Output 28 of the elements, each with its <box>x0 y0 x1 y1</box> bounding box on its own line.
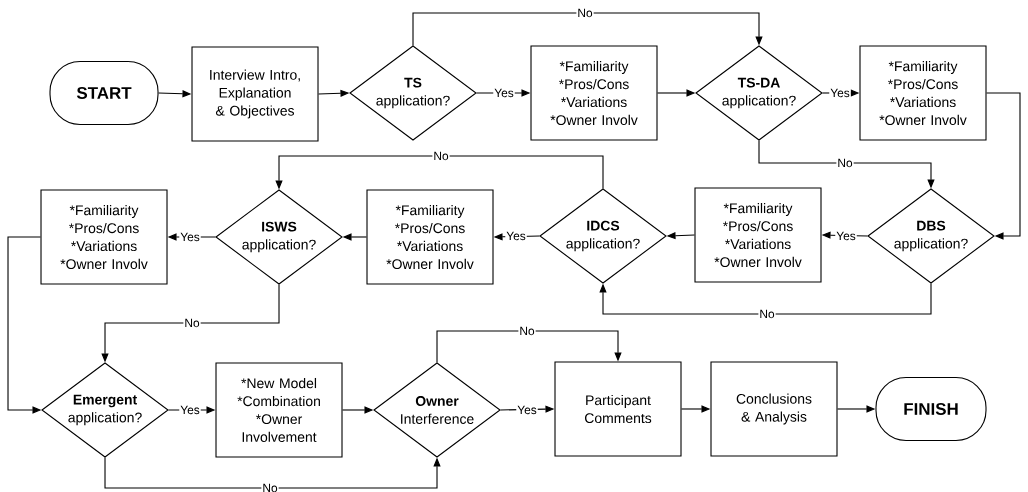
edge-label: No <box>518 325 536 337</box>
edge-label: Yes <box>516 404 538 416</box>
edge-label: Yes <box>829 87 851 99</box>
edge-label: No <box>758 308 776 320</box>
edge-label: No <box>836 157 854 169</box>
edge-label: No <box>432 150 450 162</box>
arrow <box>599 283 932 315</box>
edge-label: No <box>576 7 594 19</box>
edge-label: No <box>261 482 279 492</box>
arrow <box>412 12 763 46</box>
edge-label: Yes <box>179 404 201 416</box>
process-box: *Familiarity *Pros/Cons *Variations *Owner Involv <box>530 45 658 141</box>
process-box: *Familiarity *Pros/Cons *Variations *Owner Involv <box>40 189 168 285</box>
edge-label: Yes <box>179 231 201 243</box>
arrow <box>436 330 622 363</box>
process-box: Participant Comments <box>554 361 682 457</box>
arrow <box>104 457 441 489</box>
process-box: *New Model *Combination *Owner Involvement <box>215 362 343 458</box>
edge-label: Yes <box>493 87 515 99</box>
edge-label: Yes <box>835 230 857 242</box>
process-box: *Familiarity *Pros/Cons *Variations *Owner Involv <box>694 187 822 283</box>
arrow <box>986 92 1021 240</box>
process-box: *Familiarity *Pros/Cons *Variations *Owner Involv <box>859 45 987 141</box>
edge-label: Yes <box>505 230 527 242</box>
edge-label: No <box>183 317 201 329</box>
process-box: Interview Intro, Explanation & Objectives <box>191 46 319 142</box>
process-box: *Familiarity *Pros/Cons *Variations *Owner Involv <box>366 189 494 285</box>
process-box: Conclusions & Analysis <box>710 361 838 457</box>
